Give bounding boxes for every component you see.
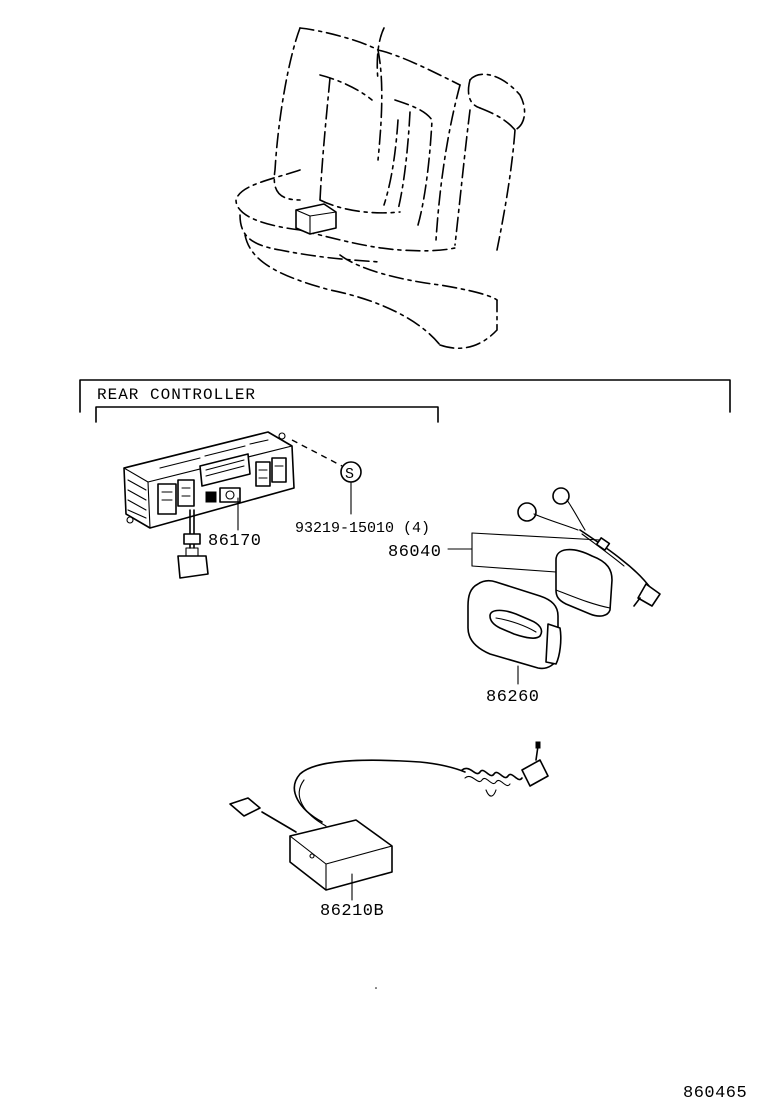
stray-dot — [375, 987, 377, 989]
part-label-86170: 86170 — [208, 532, 262, 551]
part-label-86260: 86260 — [486, 688, 540, 707]
ir-receiver — [229, 741, 549, 901]
headphones — [447, 487, 661, 617]
part-label-93219: 93219-15010 (4) — [295, 520, 430, 537]
rear-controller-bracket: REAR CONTROLLER — [79, 379, 731, 423]
screw-symbol-letter: S — [345, 466, 354, 483]
diagram-number: 860465 — [683, 1084, 747, 1103]
rear-controller-unit — [123, 431, 343, 579]
section-title: REAR CONTROLLER — [97, 386, 256, 404]
part-label-86040: 86040 — [388, 543, 442, 562]
part-label-86210B: 86210B — [320, 902, 384, 921]
headphone-case — [467, 579, 562, 685]
screw-symbol: S — [340, 461, 362, 515]
rear-seat-illustration — [235, 27, 526, 350]
